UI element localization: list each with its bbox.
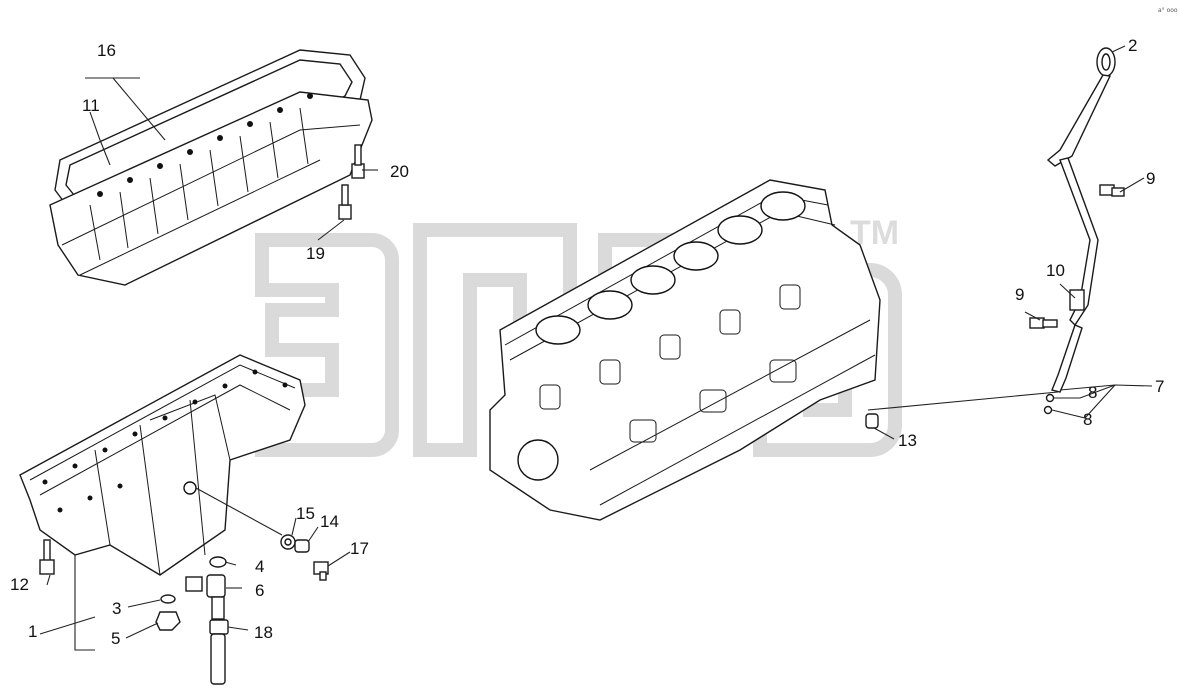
callout-12: 12 — [10, 575, 29, 594]
callout-9-lower: 9 — [1015, 285, 1024, 304]
callout-7: 7 — [1155, 377, 1164, 396]
plug-13 — [865, 413, 879, 429]
callout-18: 18 — [254, 623, 273, 642]
callout-3: 3 — [112, 599, 121, 618]
callout-1: 1 — [28, 622, 37, 641]
callout-14: 14 — [320, 512, 339, 531]
leader-lines — [39, 45, 1153, 651]
callout-17: 17 — [350, 539, 369, 558]
oil-pan-frame-assembly — [49, 49, 373, 286]
callout-labels: 1 2 3 4 5 6 7 8 8 9 9 10 11 12 13 14 15 … — [10, 36, 1164, 648]
callout-4: 4 — [255, 557, 264, 576]
callout-20: 20 — [390, 162, 409, 181]
bolt-19 — [338, 184, 352, 220]
small-parts — [155, 534, 329, 685]
corner-code: a° ooo — [1158, 7, 1178, 14]
callout-2: 2 — [1128, 36, 1137, 55]
callout-19: 19 — [306, 244, 325, 263]
callout-5: 5 — [111, 629, 120, 648]
callout-15: 15 — [296, 504, 315, 523]
callout-6: 6 — [255, 581, 264, 600]
callout-8-lower: 8 — [1083, 410, 1092, 429]
engine-block — [489, 179, 881, 521]
bolt-20 — [351, 144, 365, 179]
callout-11: 11 — [82, 96, 100, 115]
callout-16: 16 — [97, 41, 116, 60]
callout-10: 10 — [1046, 261, 1065, 280]
callout-9-upper: 9 — [1146, 169, 1155, 188]
bolt-12 — [39, 539, 55, 575]
dipstick-assembly — [1029, 47, 1125, 415]
callout-8-upper: 8 — [1088, 383, 1097, 402]
callout-13: 13 — [898, 431, 917, 450]
oil-pan — [19, 354, 306, 576]
